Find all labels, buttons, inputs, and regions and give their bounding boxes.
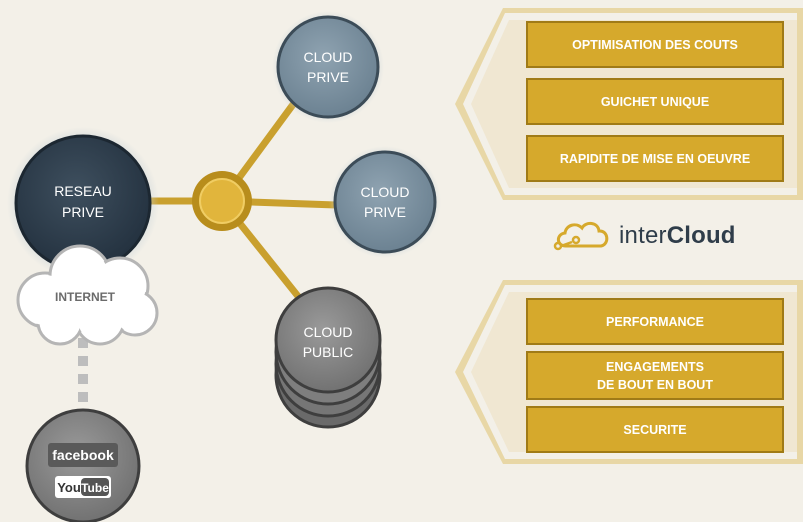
- node-cloud-prive-top: CLOUD PRIVE: [272, 11, 384, 123]
- reseau-prive-line1: RESEAU: [54, 183, 112, 199]
- cloud-prive-mid-line1: CLOUD: [360, 184, 409, 200]
- benefit-guichet: GUICHET UNIQUE: [601, 95, 709, 109]
- intercloud-logo-text: interCloud: [619, 222, 736, 250]
- node-social-media: facebook You Tube: [25, 408, 141, 522]
- internet-label: INTERNET: [55, 290, 116, 304]
- bottom-benefits-panel: PERFORMANCE ENGAGEMENTS DE BOUT EN BOUT …: [455, 280, 803, 464]
- youtube-you: You: [57, 480, 81, 495]
- node-reseau-prive: RESEAU PRIVE: [7, 127, 159, 279]
- logo-text-light: inter: [619, 222, 667, 249]
- logo-text-bold: Cloud: [666, 222, 736, 249]
- benefit-engagements-line1: ENGAGEMENTS: [606, 360, 704, 374]
- internet-cloud: INTERNET: [16, 244, 159, 346]
- benefit-securite: SECURITE: [623, 423, 686, 437]
- benefit-engagements-line2: DE BOUT EN BOUT: [597, 378, 713, 392]
- cloud-prive-mid-line2: PRIVE: [364, 204, 406, 220]
- intercloud-logo-icon: [553, 222, 609, 251]
- top-benefits-panel: OPTIMISATION DES COUTS GUICHET UNIQUE RA…: [455, 8, 803, 200]
- benefit-box-3: [526, 135, 784, 182]
- benefit-rapidite: RAPIDITE DE MISE EN OEUVRE: [560, 152, 750, 166]
- benefit-box-1: [526, 21, 784, 68]
- facebook-badge: [48, 443, 118, 467]
- benefit-box-engagements: [526, 351, 784, 400]
- node-cloud-prive-mid: CLOUD PRIVE: [329, 146, 441, 258]
- cloud-public-line1: CLOUD: [303, 324, 352, 340]
- node-cloud-public: CLOUD PUBLIC: [274, 286, 382, 429]
- benefit-performance: PERFORMANCE: [606, 315, 704, 329]
- cloud-public-line2: PUBLIC: [303, 344, 354, 360]
- benefit-optimisation: OPTIMISATION DES COUTS: [572, 38, 738, 52]
- benefit-box-2: [526, 78, 784, 125]
- benefit-box-performance: [526, 298, 784, 345]
- cloud-prive-top-line1: CLOUD: [303, 49, 352, 65]
- benefit-box-securite: [526, 406, 784, 453]
- facebook-logo: facebook: [52, 447, 114, 463]
- cloud-prive-top-line2: PRIVE: [307, 69, 349, 85]
- reseau-prive-line2: PRIVE: [62, 204, 104, 220]
- youtube-tube: Tube: [81, 481, 109, 495]
